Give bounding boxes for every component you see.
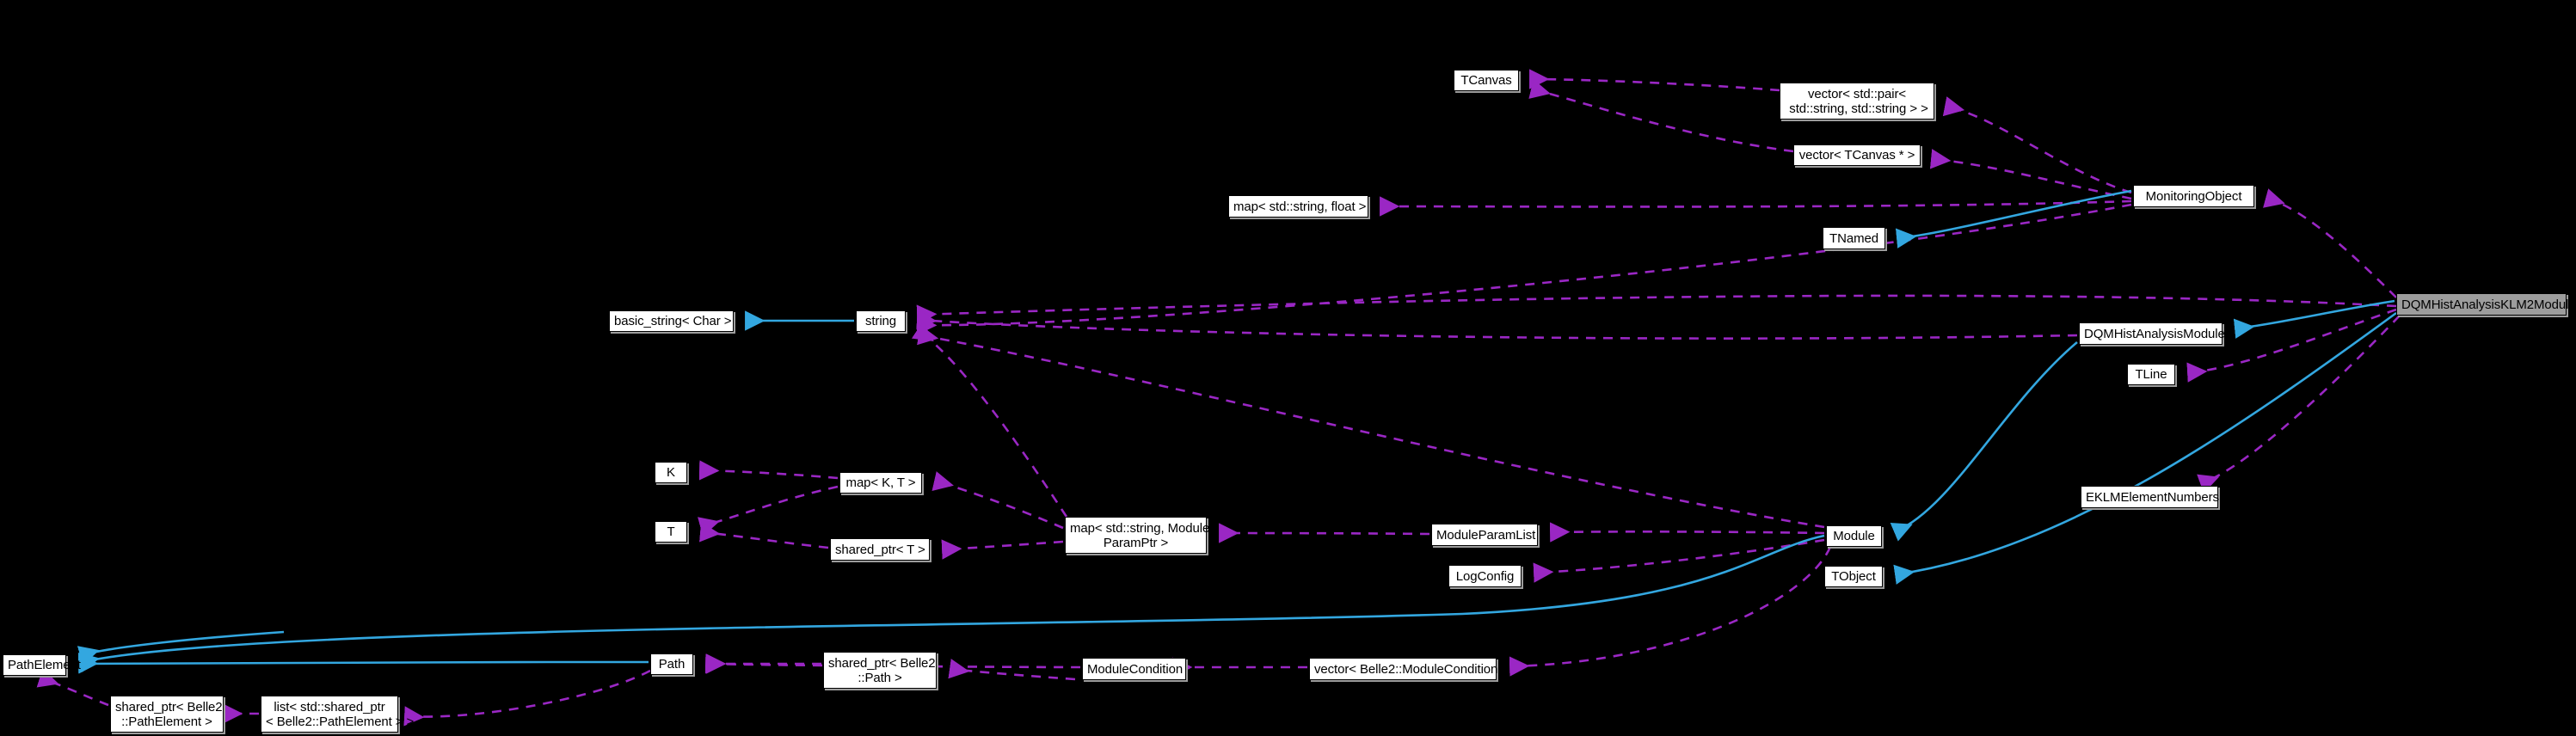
graph-node-label: shared_ptr< Belle2 ::Path > [828,655,936,685]
graph-node-list_shared_ptr_pathelement[interactable]: list< std::shared_ptr < Belle2::PathElem… [261,696,415,733]
graph-node-dqmhistanalysisklm2module[interactable]: DQMHistAnalysisKLM2Module [2396,293,2576,316]
graph-node-label: PathElement [8,658,81,672]
graph-node-label: string [864,314,897,328]
graph-node-modulecondition[interactable]: ModuleCondition [1082,658,1186,680]
graph-node-label: TCanvas [1460,73,1512,88]
graph-node-label: Module [1833,529,1875,543]
graph-node-label: TNamed [1829,230,1878,246]
graph-node-label: map< K, T > [845,475,916,490]
graph-node-tnamed[interactable]: TNamed [1823,227,1885,249]
graph-node-tobject[interactable]: TObject [1824,566,1883,587]
graph-node-label: map< std::string, float > [1233,199,1367,214]
graph-node-label: map< std::string, Module ParamPtr > [1070,520,1210,550]
graph-node-label: K [667,465,675,480]
graph-node-label: Path [658,657,685,672]
graph-node-monitoringobject[interactable]: MonitoringObject [2133,185,2254,207]
inheritance-edges [77,189,2397,674]
graph-node-string[interactable]: string [856,310,906,332]
graph-node-tcanvas[interactable]: TCanvas [1454,70,1519,91]
graph-node-label: DQMHistAnalysisModule [2084,326,2225,341]
graph-node-map_string_float[interactable]: map< std::string, float > [1228,195,1368,218]
graph-node-vector_modulecondition[interactable]: vector< Belle2::ModuleCondition > [1309,658,1509,680]
graph-node-label: EKLMElementNumbers [2086,489,2219,505]
graph-node-label: shared_ptr< Belle2 ::PathElement > [115,699,223,729]
graph-node-label: T [667,524,675,539]
graph-node-label: vector< std::pair< std::string, std::str… [1789,86,1928,116]
graph-node-shared_ptr_belle2_path[interactable]: shared_ptr< Belle2 ::Path > [823,652,937,689]
graph-node-vector_pair_string_string[interactable]: vector< std::pair< std::string, std::str… [1780,83,1934,120]
graph-node-label: TLine [2135,367,2167,382]
graph-node-label: vector< TCanvas * > [1798,148,1915,163]
graph-node-label: basic_string< Char > [614,314,732,328]
graph-node-logconfig[interactable]: LogConfig [1448,565,1522,587]
graph-node-label: shared_ptr< T > [835,542,925,557]
graph-node-shared_ptr_t[interactable]: shared_ptr< T > [830,538,930,561]
graph-node-map_k_t[interactable]: map< K, T > [839,472,922,494]
graph-node-label: vector< Belle2::ModuleCondition > [1314,661,1509,677]
graph-node-map_string_moduleparamptr[interactable]: map< std::string, Module ParamPtr > [1065,517,1210,554]
graph-node-shared_ptr_belle2_pathelement[interactable]: shared_ptr< Belle2 ::PathElement > [110,696,224,733]
graph-node-eklmelementnumbers[interactable]: EKLMElementNumbers [2081,486,2219,508]
graph-node-t[interactable]: T [655,521,687,543]
graph-node-k[interactable]: K [655,462,687,483]
graph-node-path[interactable]: Path [650,653,693,675]
graph-node-module[interactable]: Module [1826,525,1882,547]
graph-node-moduleparamlist[interactable]: ModuleParamList [1431,524,1538,546]
graph-node-tline[interactable]: TLine [2127,364,2175,385]
graph-node-label: MonitoringObject [2145,188,2242,204]
graph-node-basic_string_char[interactable]: basic_string< Char > [609,310,734,332]
usage-edges [36,69,2401,727]
graph-node-label: ModuleCondition [1087,661,1183,677]
graph-node-vector_tcanvas_ptr[interactable]: vector< TCanvas * > [1793,144,1921,166]
graph-node-label: LogConfig [1455,568,1515,584]
graph-node-label: TObject [1831,569,1876,584]
graph-node-label: list< std::shared_ptr < Belle2::PathElem… [266,699,415,729]
graph-node-dqmhistanalysismodule[interactable]: DQMHistAnalysisModule [2079,322,2225,345]
graph-node-label: ModuleParamList [1436,527,1536,543]
graph-node-pathelement[interactable]: PathElement [3,654,81,676]
graph-node-label: DQMHistAnalysisKLM2Module [2401,297,2576,312]
